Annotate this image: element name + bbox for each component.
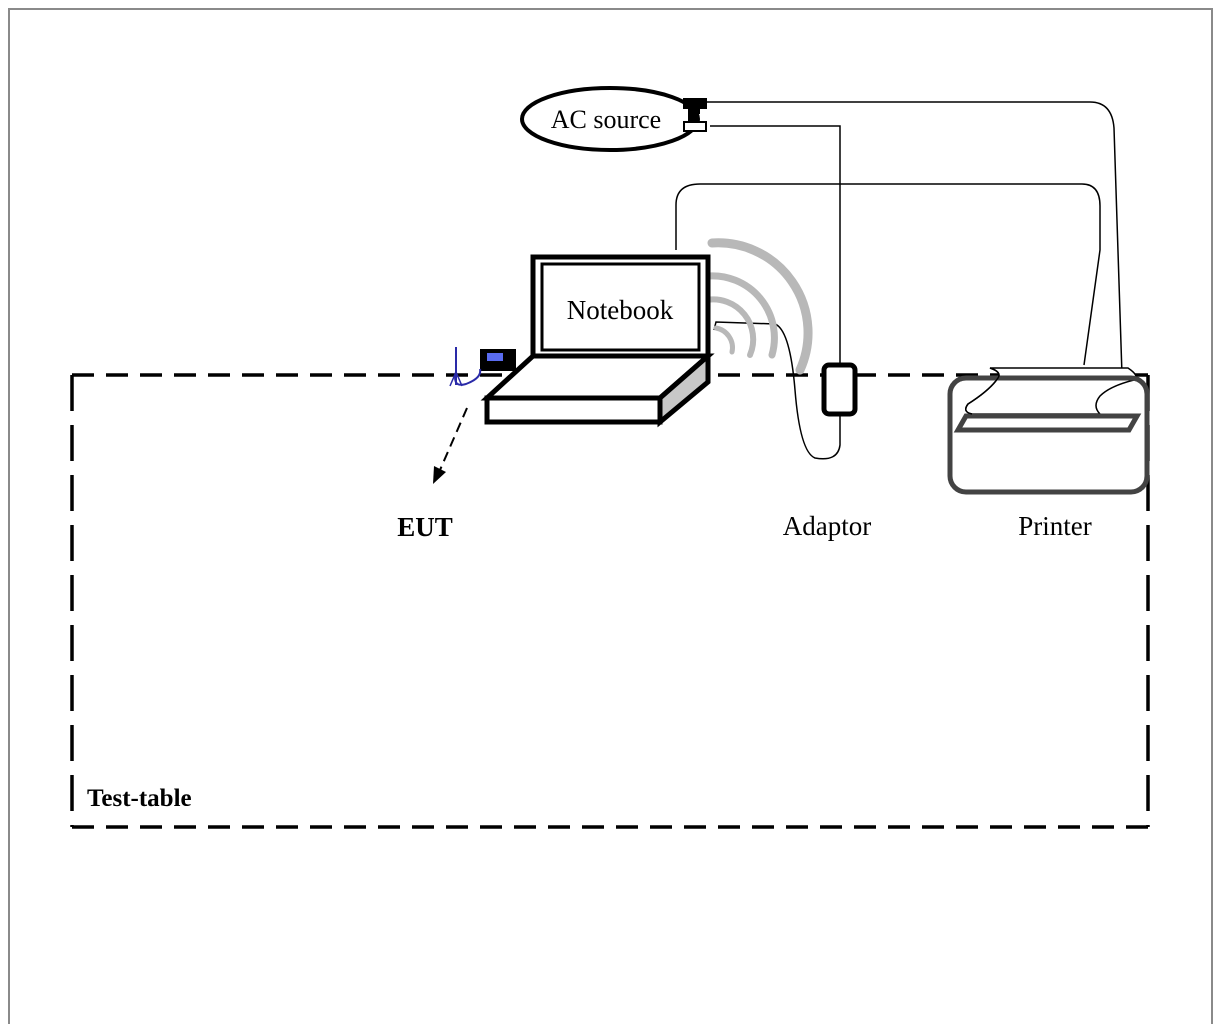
eut-label: EUT (397, 512, 453, 542)
notebook-computer: Notebook (480, 254, 715, 428)
printer-paper-slot (953, 413, 1142, 433)
ac-outlet-upper (683, 98, 707, 109)
eut-arrow-head-icon (433, 466, 446, 484)
test-table-label: Test-table (87, 785, 192, 812)
eut-dongle (433, 347, 516, 484)
ac-source: AC source (520, 86, 707, 152)
wireless-signal-icon (703, 238, 813, 375)
ac-outlet-lower (683, 121, 707, 132)
eut-pointer-line (439, 407, 468, 471)
printer-label: Printer (1018, 511, 1092, 541)
diagram-frame (8, 8, 1213, 1024)
printer (947, 367, 1150, 495)
eut-antenna-icon (454, 347, 482, 386)
ac-source-label: AC source (551, 105, 661, 134)
notebook-label: Notebook (567, 295, 674, 325)
ac-outlet-connector (688, 108, 700, 114)
power-cables (675, 101, 1123, 460)
adaptor-label: Adaptor (783, 511, 871, 541)
power-adaptor (821, 362, 858, 417)
test-table-boundary (70, 373, 1150, 829)
